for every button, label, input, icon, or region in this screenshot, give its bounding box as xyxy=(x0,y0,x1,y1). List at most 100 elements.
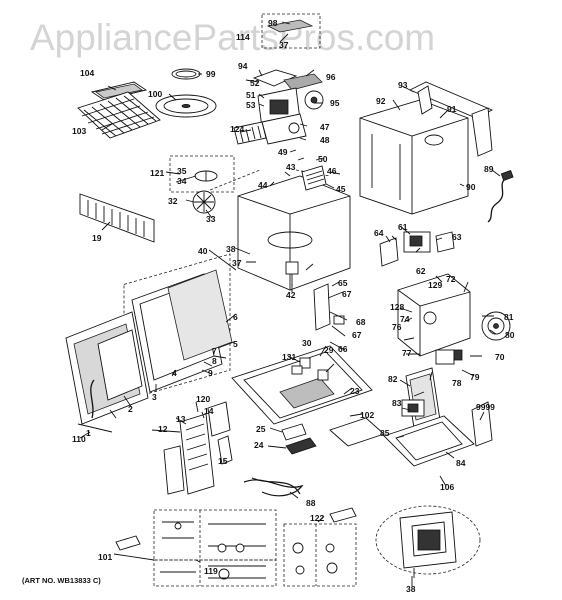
callout-12: 12 xyxy=(158,424,168,434)
callout-23: 23 xyxy=(350,386,360,396)
callout-37a: 37 xyxy=(279,40,289,50)
callout-77: 77 xyxy=(402,348,412,358)
callout-14: 14 xyxy=(204,406,214,416)
callout-89: 89 xyxy=(484,164,494,174)
callout-76: 76 xyxy=(392,322,402,332)
fan-motor-assembly xyxy=(397,273,511,365)
callout-6: 6 xyxy=(233,312,238,322)
callout-4: 4 xyxy=(172,368,177,378)
part-callouts: 1 2 3 4 5 6 7 8 9 12 13 14 15 19 122 23 … xyxy=(72,18,515,594)
power-cord xyxy=(487,169,514,223)
turntable-motor xyxy=(285,261,299,286)
callout-7: 7 xyxy=(212,346,217,356)
callout-92: 92 xyxy=(376,96,386,106)
label-sheet xyxy=(471,401,493,447)
callout-53: 53 xyxy=(246,100,256,110)
callout-80: 80 xyxy=(505,330,515,340)
callout-8: 8 xyxy=(212,356,217,366)
callout-9999: 9999 xyxy=(476,402,495,412)
turntable-tray xyxy=(155,94,217,118)
callout-64: 64 xyxy=(374,228,384,238)
callout-29: 29 xyxy=(324,345,334,355)
callout-129: 129 xyxy=(428,280,442,290)
callout-3: 3 xyxy=(152,392,157,402)
callout-19: 19 xyxy=(92,233,102,243)
callout-91: 91 xyxy=(447,104,457,114)
callout-70: 70 xyxy=(495,352,505,362)
callout-85: 85 xyxy=(380,428,390,438)
turntable-support-ring xyxy=(171,68,201,80)
base-pan xyxy=(383,415,475,467)
art-number: (ART NO. WB13833 C) xyxy=(22,576,101,585)
watermark: AppliancePartsPros.com xyxy=(30,17,435,58)
callout-122: 122 xyxy=(310,513,324,523)
callout-102: 102 xyxy=(360,410,374,420)
callout-82: 82 xyxy=(388,374,398,384)
callout-47: 47 xyxy=(320,122,330,132)
callout-40: 40 xyxy=(198,246,208,256)
callout-101: 101 xyxy=(98,552,112,562)
callout-42: 42 xyxy=(286,290,296,300)
callout-9: 9 xyxy=(208,368,213,378)
callout-2: 2 xyxy=(128,404,133,414)
callout-33: 33 xyxy=(206,214,216,224)
front-vent-panel xyxy=(79,193,155,243)
callout-38b: 38 xyxy=(406,584,416,594)
callout-119: 119 xyxy=(204,566,218,576)
callout-65: 65 xyxy=(338,278,348,288)
mounting-template xyxy=(375,505,481,578)
callout-98: 98 xyxy=(268,18,278,28)
control-panel xyxy=(163,401,233,495)
callout-43: 43 xyxy=(286,162,296,172)
leader-lines xyxy=(79,21,501,586)
callout-38a: 38 xyxy=(226,244,236,254)
callout-13: 13 xyxy=(176,414,186,424)
hardware-kit-left xyxy=(115,509,277,587)
callout-44: 44 xyxy=(258,180,268,190)
callout-24: 24 xyxy=(254,440,264,450)
callout-49: 49 xyxy=(278,147,288,157)
interlock-switches xyxy=(291,283,345,381)
callout-120: 120 xyxy=(196,394,210,404)
oven-cavity xyxy=(209,169,351,291)
magnetron xyxy=(401,367,441,429)
callout-95: 95 xyxy=(330,98,340,108)
callout-48: 48 xyxy=(320,135,330,145)
callout-124: 124 xyxy=(230,124,244,134)
callout-37b: 37 xyxy=(232,258,242,268)
callout-93: 93 xyxy=(398,80,408,90)
callout-68: 68 xyxy=(356,317,366,327)
callout-103: 103 xyxy=(72,126,86,136)
callout-67a: 67 xyxy=(342,289,352,299)
callout-35: 35 xyxy=(177,166,187,176)
callout-121: 121 xyxy=(150,168,164,178)
callout-5: 5 xyxy=(233,339,238,349)
callout-61: 61 xyxy=(398,222,408,232)
callout-79: 79 xyxy=(470,372,480,382)
callout-15: 15 xyxy=(218,456,228,466)
callout-34: 34 xyxy=(177,176,187,186)
callout-99: 99 xyxy=(206,69,216,79)
grease-filter xyxy=(90,81,148,101)
blower-assembly xyxy=(252,69,324,145)
callout-1: 1 xyxy=(86,428,91,438)
callout-110: 110 xyxy=(72,434,86,444)
callout-88: 88 xyxy=(306,498,316,508)
callout-90: 90 xyxy=(466,182,476,192)
callout-51: 51 xyxy=(246,90,256,100)
callout-63: 63 xyxy=(452,232,462,242)
callout-50: 50 xyxy=(318,154,328,164)
stirrer-fan xyxy=(192,190,216,214)
callout-106: 106 xyxy=(440,482,454,492)
wire-harness xyxy=(243,477,304,497)
callout-30: 30 xyxy=(302,338,312,348)
callout-104: 104 xyxy=(80,68,94,78)
capacitor-bracket xyxy=(379,231,455,267)
callout-46: 46 xyxy=(327,166,337,176)
callout-78: 78 xyxy=(452,378,462,388)
callout-128: 128 xyxy=(390,302,404,312)
callout-62: 62 xyxy=(416,266,426,276)
callout-81: 81 xyxy=(504,312,514,322)
callout-45: 45 xyxy=(336,184,346,194)
